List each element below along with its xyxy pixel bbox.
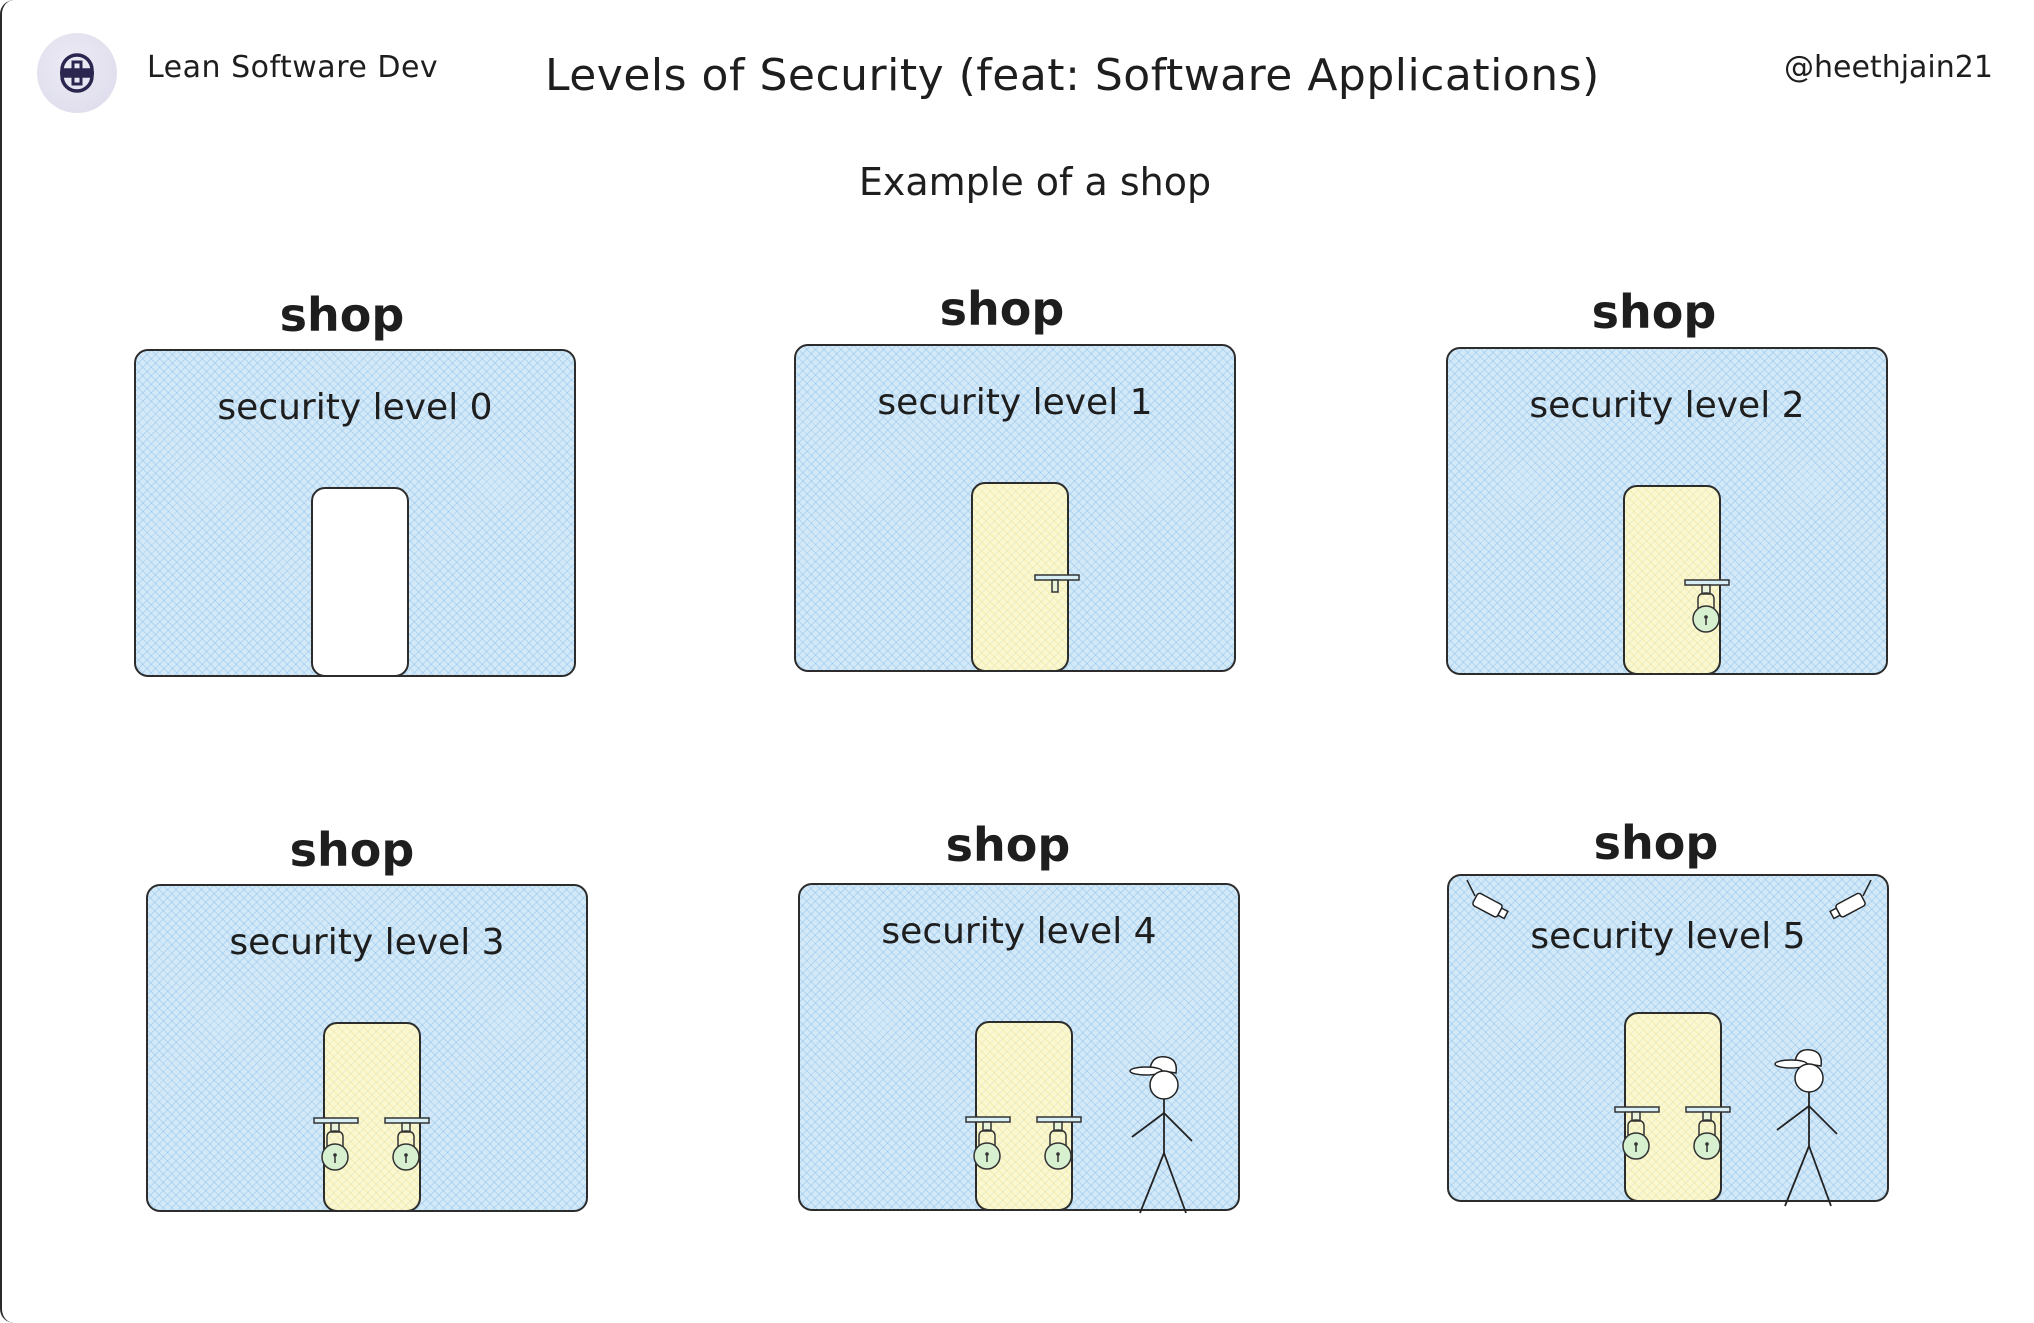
shop-level-5: security level 5 [1447, 874, 1889, 1207]
security-level-label: security level 5 [1530, 916, 1806, 957]
padlock-icon [1614, 1106, 1660, 1160]
subtitle: Example of a shop [858, 160, 1212, 204]
shop-label: shop [1591, 285, 1717, 339]
door [971, 482, 1069, 672]
padlock-icon [1685, 1106, 1731, 1160]
security-level-label: security level 0 [217, 387, 493, 428]
author-handle: @heethjain21 [1784, 50, 1993, 85]
shop-label: shop [279, 288, 405, 342]
shop-level-0: security level 0 [134, 349, 576, 677]
padlock-icon [1684, 579, 1730, 633]
security-guard-icon [1774, 1049, 1838, 1207]
shop-level-1: security level 1 [794, 344, 1236, 672]
logo [37, 33, 117, 113]
shop-level-3: security level 3 [146, 884, 588, 1212]
open-doorway [311, 487, 409, 677]
padlock-icon [965, 1116, 1011, 1170]
brand-name: Lean Software Dev [147, 50, 439, 85]
padlock-icon [384, 1117, 430, 1171]
padlock-icon [313, 1117, 359, 1171]
security-level-label: security level 2 [1529, 385, 1805, 426]
shop-label: shop [1593, 816, 1719, 870]
lean-software-dev-logo-icon [60, 53, 94, 93]
shop-label: shop [939, 282, 1065, 336]
page-title: Levels of Security (feat: Software Appli… [545, 50, 1600, 101]
shop-label: shop [945, 818, 1071, 872]
security-level-label: security level 1 [877, 382, 1153, 423]
shop-level-4: security level 4 [798, 883, 1240, 1214]
shop-label: shop [289, 823, 415, 877]
security-level-label: security level 4 [881, 911, 1157, 952]
door [323, 1022, 421, 1212]
security-level-label: security level 3 [229, 922, 505, 963]
security-camera-icon [1466, 879, 1509, 920]
security-camera-icon [1829, 879, 1872, 920]
door [975, 1021, 1073, 1211]
latch-icon [1034, 574, 1080, 593]
security-guard-icon [1129, 1056, 1193, 1214]
shop-level-2: security level 2 [1446, 347, 1888, 675]
padlock-icon [1036, 1116, 1082, 1170]
